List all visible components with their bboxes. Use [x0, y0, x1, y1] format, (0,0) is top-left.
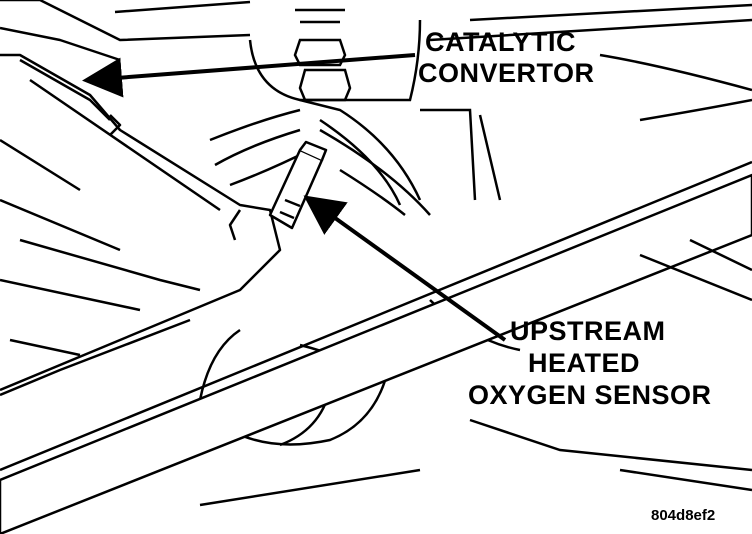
figure-id: 804d8ef2: [651, 507, 715, 524]
underbody-outline: [0, 0, 752, 62]
floor-panel-right: [199, 53, 752, 507]
sensor-label-line3: OXYGEN SENSOR: [468, 380, 712, 410]
heat-shield: [0, 53, 282, 397]
catalytic-label-line2: CONVERTOR: [418, 58, 595, 88]
mounting-bolt: [293, 8, 352, 102]
catalytic-arrow: [82, 53, 416, 98]
crossmember: [0, 173, 752, 534]
leader-arrows: [82, 53, 507, 342]
catalytic-label-line1: CATALYTIC: [425, 27, 576, 57]
sensor-label-line1: UPSTREAM: [510, 316, 666, 346]
sensor-label-line2: HEATED: [528, 348, 640, 378]
exhaust-bracket: [299, 98, 502, 206]
oxygen-sensor: [268, 140, 328, 230]
sensor-arrow: [303, 195, 507, 342]
crossmember-edge: [0, 160, 752, 472]
